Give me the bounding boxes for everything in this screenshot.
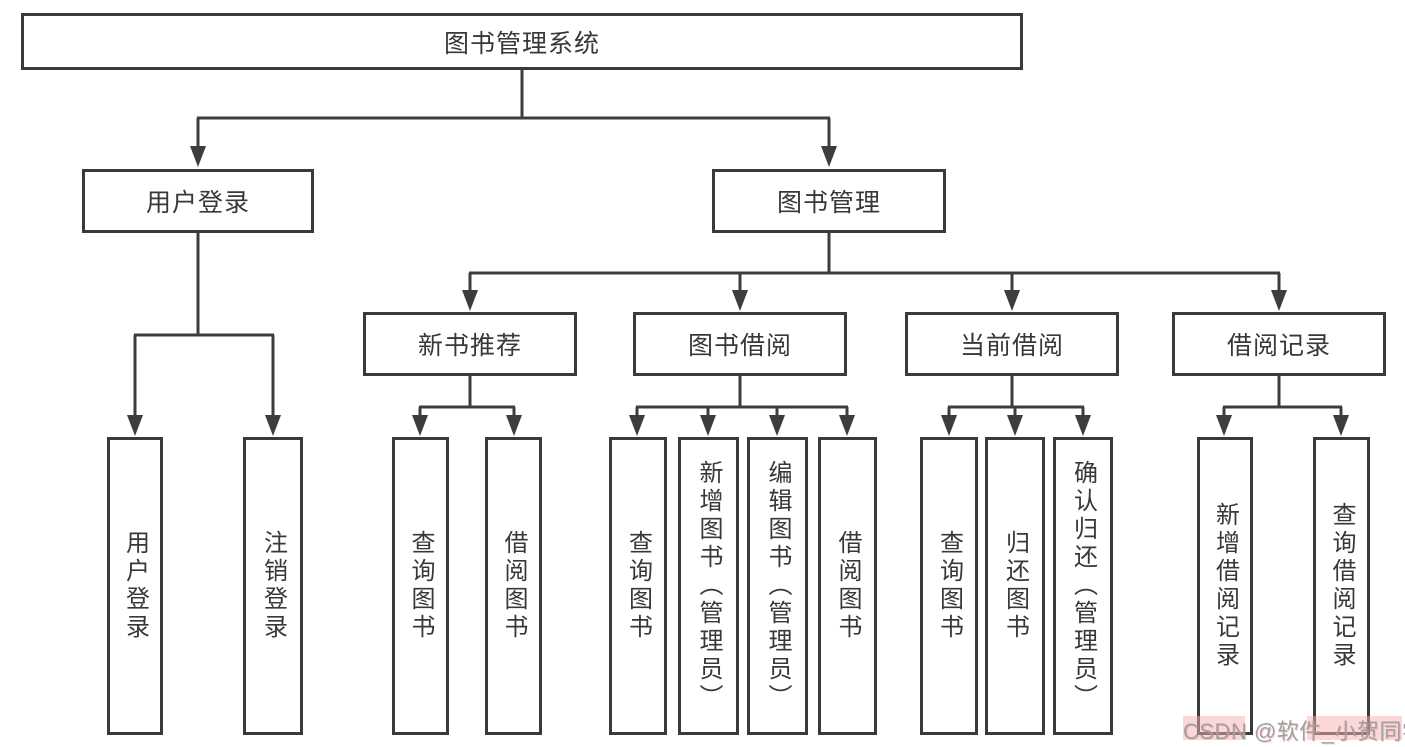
root-node: 图书管理系统 [21, 13, 1023, 70]
leaf-confirm-return-admin-label: 确认归还（管理员） [1069, 460, 1097, 712]
node-current-borrowing-label: 当前借阅 [959, 332, 1064, 360]
node-new-book-recommend-label: 新书推荐 [417, 332, 522, 360]
leaf-query-books-current: 查询图书 [920, 437, 978, 735]
leaf-add-books-admin-label: 新增图书（管理员） [695, 460, 722, 712]
root-node-label: 图书管理系统 [443, 29, 600, 58]
leaf-user-login-label: 用户登录 [121, 530, 149, 642]
node-book-borrowing-label: 图书借阅 [687, 332, 792, 360]
leaf-borrow-books: 借阅图书 [818, 437, 877, 735]
leaf-return-books: 归还图书 [985, 437, 1045, 735]
node-book-management: 图书管理 [712, 169, 946, 233]
node-user-login: 用户登录 [82, 169, 314, 233]
node-borrowing-records: 借阅记录 [1172, 312, 1386, 376]
leaf-add-borrow-record: 新增借阅记录 [1197, 437, 1253, 735]
leaf-query-books-borrowing: 查询图书 [609, 437, 667, 735]
leaf-query-books-current-label: 查询图书 [935, 530, 963, 642]
leaf-query-books-recommend-label: 查询图书 [407, 530, 434, 642]
watermark-highlight [1307, 716, 1402, 740]
leaf-borrow-books-recommend: 借阅图书 [485, 437, 542, 735]
leaf-query-borrow-record: 查询借阅记录 [1313, 437, 1370, 735]
leaf-borrow-books-recommend-label: 借阅图书 [500, 530, 527, 642]
leaf-logout-label: 注销登录 [259, 530, 287, 642]
leaf-user-login: 用户登录 [107, 437, 163, 735]
node-user-login-label: 用户登录 [145, 189, 250, 217]
leaf-return-books-label: 归还图书 [1001, 530, 1029, 642]
node-borrowing-records-label: 借阅记录 [1226, 332, 1331, 360]
leaf-add-books-admin: 新增图书（管理员） [678, 437, 739, 735]
leaf-confirm-return-admin: 确认归还（管理员） [1053, 437, 1113, 735]
leaf-query-books-recommend: 查询图书 [392, 437, 449, 735]
watermark-text: CSDN @软件_小贺同学 [1183, 719, 1405, 744]
leaf-edit-books-admin: 编辑图书（管理员） [747, 437, 808, 735]
node-current-borrowing: 当前借阅 [905, 312, 1119, 376]
leaf-add-borrow-record-label: 新增借阅记录 [1211, 502, 1239, 670]
node-book-borrowing: 图书借阅 [633, 312, 847, 376]
leaf-query-borrow-record-label: 查询借阅记录 [1328, 502, 1355, 670]
node-new-book-recommend: 新书推荐 [363, 312, 577, 376]
leaf-borrow-books-label: 借阅图书 [834, 530, 861, 642]
watermark-highlight [1183, 716, 1245, 740]
leaf-query-books-borrowing-label: 查询图书 [624, 530, 652, 642]
leaf-edit-books-admin-label: 编辑图书（管理员） [764, 460, 791, 712]
node-book-management-label: 图书管理 [776, 189, 881, 217]
leaf-logout: 注销登录 [243, 437, 303, 735]
